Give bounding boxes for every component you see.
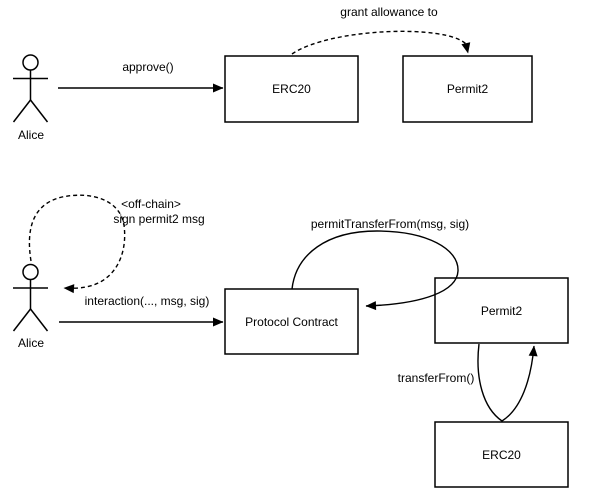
grant-allowance-arrow-label: grant allowance to (340, 5, 438, 19)
node-permit2-top-box (402, 55, 533, 123)
node-permit2-bottom: Permit2 (434, 277, 569, 344)
node-protocol-contract-box (224, 288, 359, 355)
actor-alice-top-label: Alice (18, 128, 44, 142)
node-permit2-bottom-box (434, 277, 569, 344)
actor-alice-bottom-label: Alice (18, 336, 44, 350)
actor-alice-top: Alice (12, 54, 49, 142)
node-erc20-bottom-label: ERC20 (482, 448, 521, 462)
node-permit2-bottom-label: Permit2 (481, 304, 523, 318)
permit-transfer-from-arrow (291, 230, 459, 311)
node-protocol-contract-label: Protocol Contract (245, 315, 338, 329)
node-erc20-bottom-box (434, 421, 569, 488)
actor-leg-left (12, 99, 32, 123)
grant-allowance-arrow (291, 30, 471, 55)
transfer-from-label: transferFrom() (398, 371, 475, 385)
offchain-label-line1: <off-chain> (121, 197, 181, 211)
node-erc20-top: ERC20 (224, 55, 359, 123)
actor-alice-bottom: Alice (12, 263, 49, 350)
interaction-arrow-label: interaction(..., msg, sig) (85, 294, 210, 308)
node-permit2-top: Permit2 (402, 55, 533, 123)
offchain-sign-loop-arrow (28, 194, 126, 294)
approve-arrow-label: approve() (122, 60, 173, 74)
offchain-label-line2: sign permit2 msg (113, 212, 204, 226)
node-erc20-bottom: ERC20 (434, 421, 569, 488)
actor-leg-left (12, 308, 32, 332)
node-permit2-top-label: Permit2 (447, 82, 489, 96)
transfer-from-arrow (477, 343, 538, 422)
actor-head (22, 263, 39, 281)
actor-head (22, 54, 39, 71)
node-erc20-top-label: ERC20 (272, 82, 311, 96)
node-erc20-top-box (224, 55, 359, 123)
permit-transfer-from-label: permitTransferFrom(msg, sig) (311, 217, 469, 231)
node-protocol-contract: Protocol Contract (224, 288, 359, 355)
actor-leg-right (29, 308, 49, 332)
actor-leg-right (29, 99, 49, 123)
